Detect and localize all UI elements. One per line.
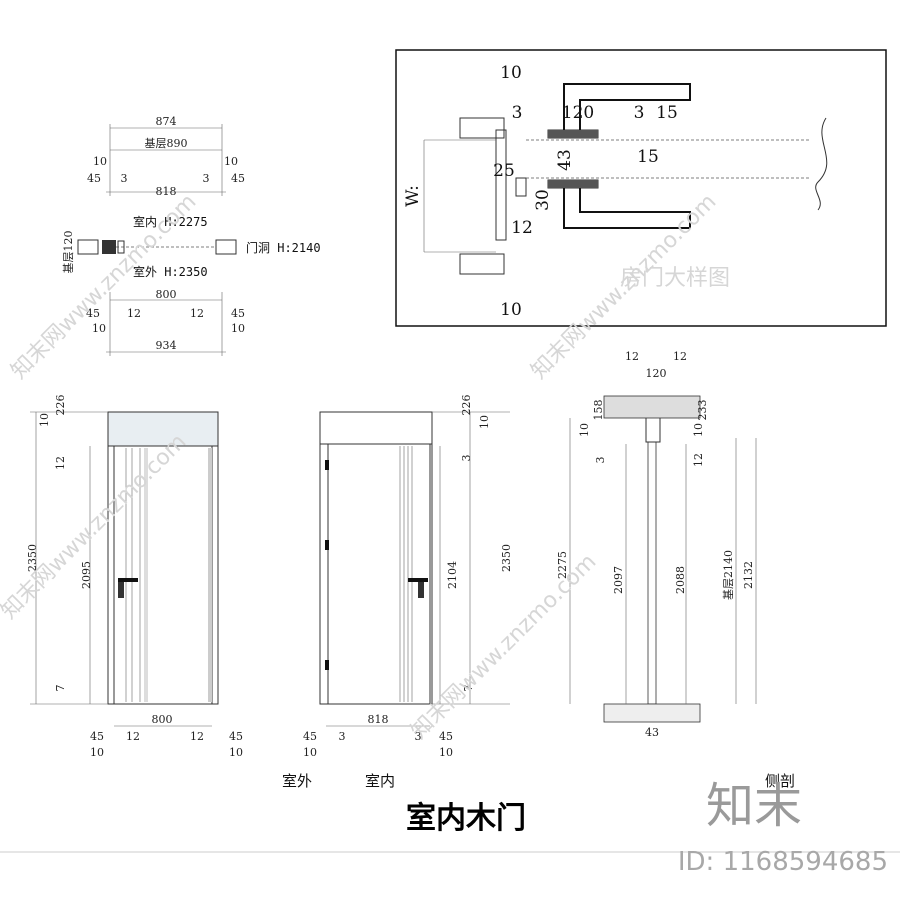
elev-out-b45l: 45 bbox=[90, 730, 104, 743]
section-dim-10l: 10 bbox=[578, 423, 591, 437]
elev-out-b10l: 10 bbox=[90, 746, 104, 759]
plan-view: 874 基层890 10 10 45 3 3 45 818 室内 H:2275 … bbox=[62, 115, 321, 356]
elev-out-dim-226: 226 bbox=[54, 395, 67, 416]
section-dim-158: 158 bbox=[592, 400, 605, 421]
dim-base-120: 基层120 bbox=[62, 231, 75, 274]
watermark-3: 知末网www.znzmo.com bbox=[0, 429, 191, 624]
section-dim-3: 3 bbox=[594, 457, 607, 464]
dim-plan-b12l: 12 bbox=[127, 307, 141, 320]
section-dim-12b: 12 bbox=[673, 350, 687, 363]
section-dim-2275: 2275 bbox=[556, 551, 569, 579]
elev-in-b45l: 45 bbox=[303, 730, 317, 743]
section-dim-12r: 12 bbox=[692, 453, 705, 467]
detail-dim-30: 30 bbox=[533, 189, 553, 211]
watermark-4: 知末网www.znzmo.com bbox=[407, 549, 602, 744]
watermark-brand: 知末 bbox=[706, 778, 802, 834]
detail-dim-12: 12 bbox=[511, 218, 533, 238]
elev-out-dim-2350: 2350 bbox=[26, 544, 39, 572]
dim-plan-r10: 10 bbox=[224, 155, 238, 168]
detail-frame bbox=[395, 49, 887, 327]
dim-plan-b45r: 45 bbox=[231, 307, 245, 320]
detail-dim-10-bot: 10 bbox=[500, 300, 522, 320]
elev-out-b10r: 10 bbox=[229, 746, 243, 759]
elev-in-dim-10: 10 bbox=[478, 415, 491, 429]
drawing-title: 室内木门 bbox=[406, 801, 526, 836]
elev-in-dim-3: 3 bbox=[460, 455, 473, 462]
caption-side-section: 侧剖 bbox=[765, 772, 795, 790]
watermark-id: ID: 1168594685 bbox=[678, 847, 888, 877]
elev-in-dim-226: 226 bbox=[460, 395, 473, 416]
watermark-1: 知末网www.znzmo.com bbox=[7, 189, 202, 384]
dim-plan-r45: 45 bbox=[231, 172, 245, 185]
elev-out-dim-12: 12 bbox=[54, 456, 67, 470]
detail-dim-43: 43 bbox=[555, 149, 575, 171]
elev-in-b10r: 10 bbox=[439, 746, 453, 759]
section-dim-10r: 10 bbox=[692, 423, 705, 437]
dim-plan-l45: 45 bbox=[87, 172, 101, 185]
dim-base-890: 基层890 bbox=[145, 137, 188, 150]
elev-out-b45r: 45 bbox=[229, 730, 243, 743]
dim-plan-b12r: 12 bbox=[190, 307, 204, 320]
detail-dim-25: 25 bbox=[493, 161, 515, 181]
elev-in-b10l: 10 bbox=[303, 746, 317, 759]
detail-dim-10-top: 10 bbox=[500, 63, 522, 83]
elev-in-dim-7: 7 bbox=[462, 685, 475, 692]
section-dim-2097: 2097 bbox=[612, 566, 625, 594]
section-dim-base-2140: 基层2140 bbox=[722, 550, 735, 600]
caption-indoor: 室内 bbox=[365, 772, 395, 790]
dim-plan-b45l: 45 bbox=[86, 307, 100, 320]
elev-in-b3r: 3 bbox=[415, 730, 422, 743]
dim-800: 800 bbox=[156, 288, 177, 301]
section-dim-43: 43 bbox=[645, 726, 659, 739]
section-dim-233: 233 bbox=[696, 400, 709, 421]
detail-w-label: W: bbox=[403, 185, 423, 207]
dim-plan-r3: 3 bbox=[203, 172, 210, 185]
elev-out-b12l: 12 bbox=[126, 730, 140, 743]
outdoor-height-label: 室外 H:2350 bbox=[133, 264, 208, 279]
detail-dim-15b: 15 bbox=[637, 147, 659, 167]
indoor-height-label: 室内 H:2275 bbox=[133, 214, 208, 229]
dim-934: 934 bbox=[156, 339, 177, 352]
elev-out-b12r: 12 bbox=[190, 730, 204, 743]
elev-in-b3l: 3 bbox=[339, 730, 346, 743]
elev-in-b45r: 45 bbox=[439, 730, 453, 743]
dim-plan-b10l: 10 bbox=[92, 322, 106, 335]
hardware-detail: 房门大样图 W: 10 3 120 3 15 25 43 15 30 12 10 bbox=[395, 49, 887, 327]
detail-dim-15a: 15 bbox=[656, 103, 678, 123]
detail-ghost-title: 房门大样图 bbox=[620, 266, 730, 291]
outdoor-elevation: 2350 2095 10 226 12 7 800 45 12 12 45 10… bbox=[26, 395, 243, 760]
side-section: 12 12 120 158 233 10 3 10 12 2275 2097 2… bbox=[556, 350, 757, 739]
caption-outdoor: 室外 bbox=[282, 772, 312, 790]
elev-out-dim-10: 10 bbox=[38, 413, 51, 427]
dim-818: 818 bbox=[156, 185, 177, 198]
elev-out-dim-2095: 2095 bbox=[80, 561, 93, 589]
detail-dim-120: 120 bbox=[562, 103, 594, 123]
dim-plan-b10r: 10 bbox=[231, 322, 245, 335]
dim-874: 874 bbox=[156, 115, 177, 128]
elev-in-dim-818: 818 bbox=[368, 713, 389, 726]
elev-in-dim-2350: 2350 bbox=[500, 544, 513, 572]
detail-dim-3: 3 bbox=[512, 103, 523, 123]
section-dim-120: 120 bbox=[646, 367, 667, 380]
dim-plan-l10: 10 bbox=[93, 155, 107, 168]
dim-plan-l3: 3 bbox=[121, 172, 128, 185]
section-dim-2088: 2088 bbox=[674, 566, 687, 594]
elev-out-dim-7: 7 bbox=[54, 685, 67, 692]
section-dim-2132: 2132 bbox=[742, 561, 755, 589]
section-dim-12a: 12 bbox=[625, 350, 639, 363]
indoor-elevation: 2350 2104 226 10 3 7 818 45 3 3 45 10 10 bbox=[303, 395, 513, 760]
detail-dim-3b: 3 bbox=[634, 103, 645, 123]
opening-height-label: 门洞 H:2140 bbox=[246, 240, 321, 255]
elev-out-dim-800: 800 bbox=[152, 713, 173, 726]
elev-in-dim-2104: 2104 bbox=[446, 561, 459, 589]
